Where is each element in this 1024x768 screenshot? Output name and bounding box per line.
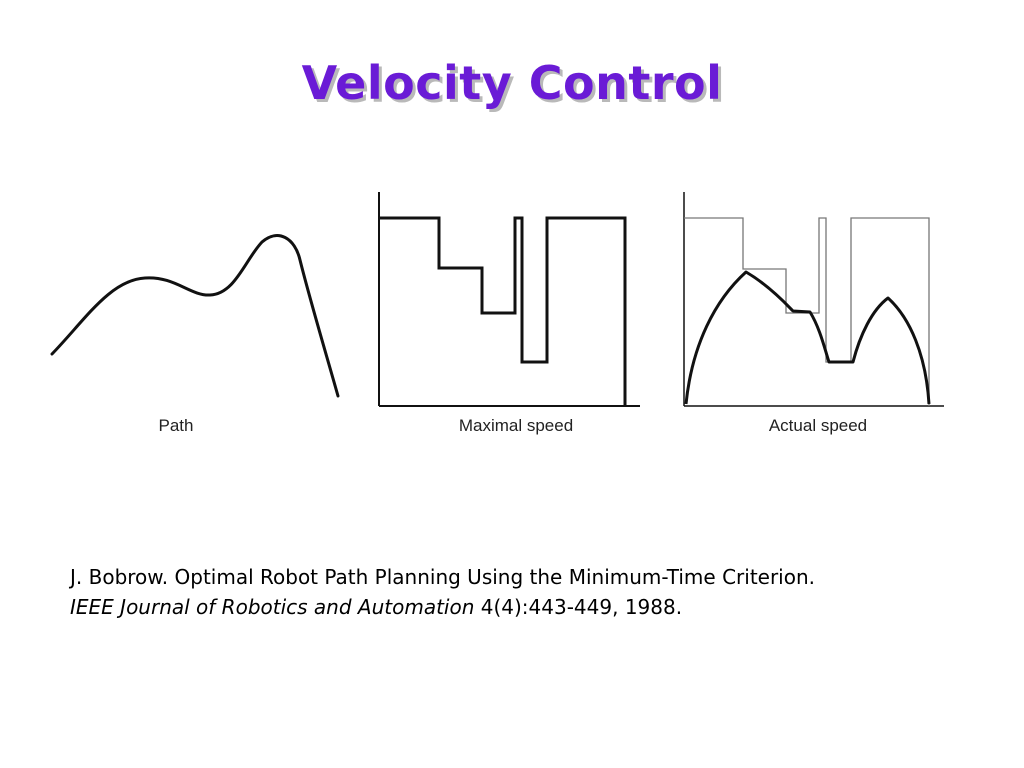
actual-speed-profile	[684, 270, 931, 405]
slide-title: Velocity Control	[301, 56, 723, 110]
citation-line-1: J. Bobrow. Optimal Robot Path Planning U…	[70, 565, 816, 589]
panel-label-path: Path	[158, 416, 194, 435]
panel-label-actual-speed: Actual speed	[768, 416, 868, 435]
citation-journal: IEEE Journal of Robotics and Automation	[70, 595, 475, 619]
citation-line-2: IEEE Journal of Robotics and Automation …	[70, 592, 1000, 622]
citation-details: 4(4):443-449, 1988.	[474, 595, 683, 619]
panel-label-maximal-speed: Maximal speed	[458, 416, 574, 435]
path-curve	[50, 234, 340, 398]
citation: J. Bobrow. Optimal Robot Path Planning U…	[70, 562, 1000, 622]
max-speed-profile	[379, 216, 627, 406]
max-speed-reference	[684, 217, 930, 406]
